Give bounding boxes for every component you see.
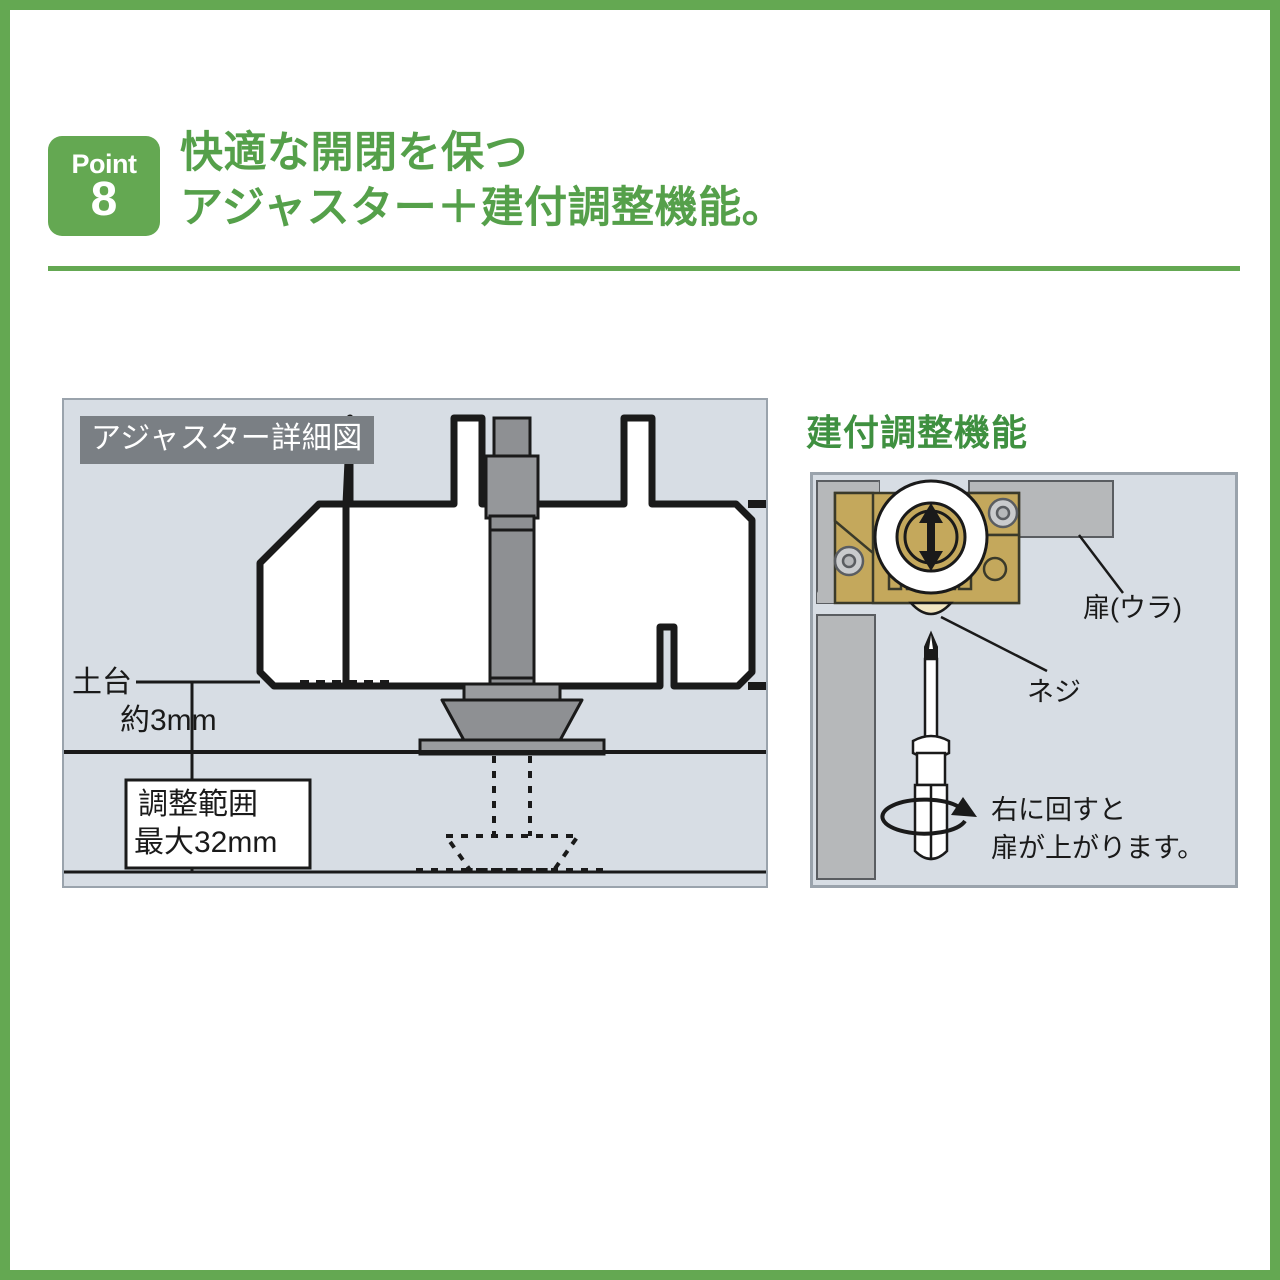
- adjust-range-line1: 調整範囲: [138, 788, 258, 821]
- header: Point 8 快適な開閉を保つ アジャスター＋建付調整機能。: [48, 122, 1238, 272]
- panel-caption: アジャスター詳細図: [80, 416, 374, 464]
- screw-leader-line: [940, 615, 1048, 673]
- hinge-adjust-panel: 扉(ウラ) ネジ: [810, 472, 1238, 888]
- instruction-line2: 扉が上がります。: [991, 833, 1204, 863]
- page-title-line1: 快適な開閉を保つ: [180, 129, 528, 177]
- base-label: 土台: [72, 666, 132, 699]
- door-label: 扉(ウラ): [1083, 593, 1182, 623]
- rotation-arrow-icon: [880, 797, 967, 836]
- page-title-line2: アジャスター＋建付調整機能。: [180, 184, 786, 232]
- adjust-range-line2: 最大32mm: [134, 826, 277, 859]
- adjust-range-callout: 調整範囲 最大32mm: [124, 778, 312, 870]
- page-title: 快適な開閉を保つ アジャスター＋建付調整機能。: [180, 126, 785, 236]
- door-leader-line: [1078, 534, 1124, 594]
- adjuster-detail-panel: 土台 約3mm 調整範囲 最大32mm アジャスター詳細図: [62, 398, 768, 888]
- bracket-hole: [982, 556, 1008, 582]
- adjuster-icon: [418, 416, 606, 756]
- instruction-line1: 右に回すと: [991, 795, 1126, 825]
- updown-arrow-icon: [919, 503, 943, 571]
- adjust-screw-head: [908, 601, 954, 616]
- adjuster-ghost-position: [416, 756, 608, 872]
- screw-label: ネジ: [1027, 677, 1081, 707]
- point-badge-word: Point: [71, 148, 138, 179]
- adjuster-diagram: 土台 約3mm 調整範囲 最大32mm: [64, 400, 766, 886]
- rotation-arrow-head: [951, 797, 977, 817]
- screwdriver-icon: [911, 630, 951, 861]
- header-divider: [48, 266, 1240, 271]
- hinge-adjust-heading: 建付調整機能: [806, 412, 1029, 453]
- hinge-diagram: 扉(ウラ) ネジ: [813, 475, 1235, 885]
- cabinet-bottom-plate: [342, 414, 756, 690]
- frame-screw-holes: [833, 497, 1019, 577]
- gap-label: 約3mm: [120, 704, 217, 737]
- point-badge: Point 8: [48, 136, 160, 236]
- point-badge-number: 8: [90, 172, 118, 226]
- cabinet-right-edge: [748, 500, 766, 690]
